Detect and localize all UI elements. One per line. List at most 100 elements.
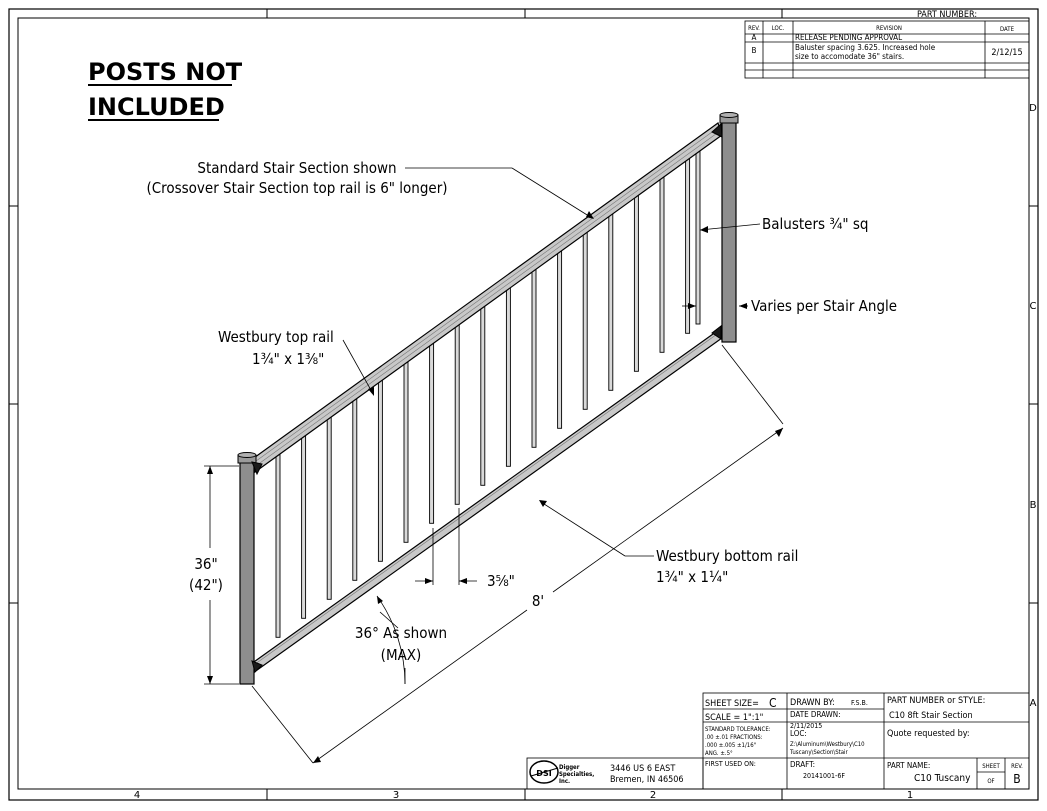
first-used-label: FIRST USED ON: xyxy=(705,760,756,768)
baluster xyxy=(505,283,511,467)
sheet-size-value: C xyxy=(769,696,777,710)
bottom-rail-size: 1¾" x 1¼" xyxy=(656,568,728,586)
company-name-line-1: Digger xyxy=(559,764,580,771)
quote-requested-label: Quote requested by: xyxy=(887,729,970,739)
rev-label: REV. xyxy=(1011,763,1023,770)
row-letters: D C B A xyxy=(1029,103,1037,709)
posts-not-included-note: POSTS NOT INCLUDED xyxy=(88,58,243,121)
col-number-3: 3 xyxy=(393,790,399,801)
balusters xyxy=(275,147,701,638)
rev-row-b-desc-2: size to accomodate 36" stairs. xyxy=(795,52,904,61)
baluster xyxy=(531,264,537,448)
date-drawn-label: DATE DRAWN: xyxy=(790,710,841,719)
rev-row-b-desc: Baluster spacing 3.625. Increased hole xyxy=(795,43,936,52)
col-number-1: 1 xyxy=(907,790,913,801)
col-number-4: 4 xyxy=(134,790,140,801)
top-rail-name: Westbury top rail xyxy=(218,328,334,346)
annotation-text: Standard Stair Section shown (Crossover … xyxy=(146,159,897,664)
tolerance-line-2: .000 ±.005 ±1/16" xyxy=(705,742,756,749)
scale-label: SCALE = 1":1" xyxy=(705,713,763,723)
rev-header-loc: LOC. xyxy=(772,25,785,32)
baluster xyxy=(633,188,639,372)
rev-header-revision: REVISION xyxy=(876,25,902,32)
length-dimension: 8' xyxy=(532,592,544,610)
revision-block: PART NUMBER: REV. LOC. REVISION DATE A R… xyxy=(744,10,1030,79)
draft-label: DRAFT: xyxy=(790,760,815,769)
bottom-rail-name: Westbury bottom rail xyxy=(656,547,798,565)
note-line-2: INCLUDED xyxy=(88,93,225,121)
rail-brackets xyxy=(251,122,723,673)
loc-label: LOC: xyxy=(790,729,807,738)
section-note-line-2: (Crossover Stair Section top rail is 6" … xyxy=(146,179,447,197)
tolerance-line-1: .00 ±.01 FRACTIONS: xyxy=(705,734,763,741)
bracket-top-left xyxy=(251,461,263,476)
post-left xyxy=(237,452,257,685)
date-drawn-value: 2/11/2015 xyxy=(790,722,822,730)
baluster xyxy=(608,207,614,391)
baluster xyxy=(403,359,409,543)
tolerance-title: STANDARD TOLERANCE: xyxy=(705,726,771,733)
drawn-by-value: F.S.B. xyxy=(851,699,868,707)
bracket-bottom-left xyxy=(251,660,263,673)
baluster xyxy=(301,435,307,619)
leader-arrowheads xyxy=(368,211,708,507)
baluster xyxy=(557,245,563,429)
rev-row-b-date: 2/12/15 xyxy=(991,48,1022,58)
stair-railing-drawing xyxy=(237,112,739,685)
rev-row-a-rev: A xyxy=(752,33,757,42)
baluster xyxy=(582,226,588,410)
sheet-label: SHEET xyxy=(982,763,1000,770)
baluster xyxy=(480,302,486,486)
baluster xyxy=(454,321,460,505)
rev-header-rev: REV. xyxy=(748,25,760,32)
row-letter-a: A xyxy=(1030,698,1037,709)
rev-row-a-desc: RELEASE PENDING APPROVAL xyxy=(795,33,902,42)
of-label: OF xyxy=(987,778,994,785)
baluster xyxy=(352,397,358,581)
part-number-label: PART NUMBER: xyxy=(917,10,977,20)
part-name-value: C10 Tuscany xyxy=(914,773,971,784)
height-dimension-alt: (42") xyxy=(189,576,223,594)
bracket-top-right xyxy=(711,122,723,138)
loc-path-line-1: Z:\Aluminum\Westbury\C10 xyxy=(790,741,865,748)
part-style-value: C10 8ft Stair Section xyxy=(889,711,973,721)
logo-text: DSI xyxy=(536,769,551,778)
angle-dimension: 36° As shown xyxy=(355,624,447,642)
loc-path-line-2: Tuscany\Section\Stair xyxy=(789,749,849,756)
address-line-1: 3446 US 6 EAST xyxy=(610,764,675,774)
dimension-arrowheads xyxy=(207,303,783,763)
column-numbers: 4 3 2 1 xyxy=(134,790,913,801)
leader-lines xyxy=(342,167,761,629)
company-name-line-3: Inc. xyxy=(559,778,570,785)
col-number-2: 2 xyxy=(650,790,656,801)
company-name-line-2: Specialties, xyxy=(559,771,594,778)
height-dimension: 36" xyxy=(194,555,217,573)
draft-value: 20141001-6F xyxy=(803,772,845,780)
baluster xyxy=(695,147,701,325)
top-rail-size: 1¾" x 1⅜" xyxy=(252,350,324,368)
note-line-1: POSTS NOT xyxy=(88,58,243,86)
part-name-label: PART NAME: xyxy=(887,761,930,770)
row-letter-c: C xyxy=(1030,301,1037,312)
part-style-label: PART NUMBER or STYLE: xyxy=(887,696,985,706)
post-right xyxy=(719,112,739,343)
baluster xyxy=(326,416,332,600)
rev-value: B xyxy=(1013,772,1020,786)
angle-max: (MAX) xyxy=(381,646,422,664)
varies-label: Varies per Stair Angle xyxy=(751,297,897,315)
baluster xyxy=(429,340,435,524)
baluster xyxy=(275,454,281,638)
rev-header-date: DATE xyxy=(1000,26,1015,33)
section-note-line-1: Standard Stair Section shown xyxy=(197,159,396,177)
address-line-2: Bremen, IN 46506 xyxy=(610,775,684,785)
bottom-rail xyxy=(250,327,723,675)
sheet-border xyxy=(8,8,1039,801)
row-letter-b: B xyxy=(1030,500,1037,511)
bracket-bottom-right xyxy=(711,324,722,340)
tolerance-line-3: ANG. ±.5° xyxy=(705,750,733,757)
rev-row-b-rev: B xyxy=(752,46,757,55)
sheet-size-label: SHEET SIZE= xyxy=(705,699,759,709)
dimension-lines xyxy=(204,305,784,764)
baluster xyxy=(377,378,383,562)
